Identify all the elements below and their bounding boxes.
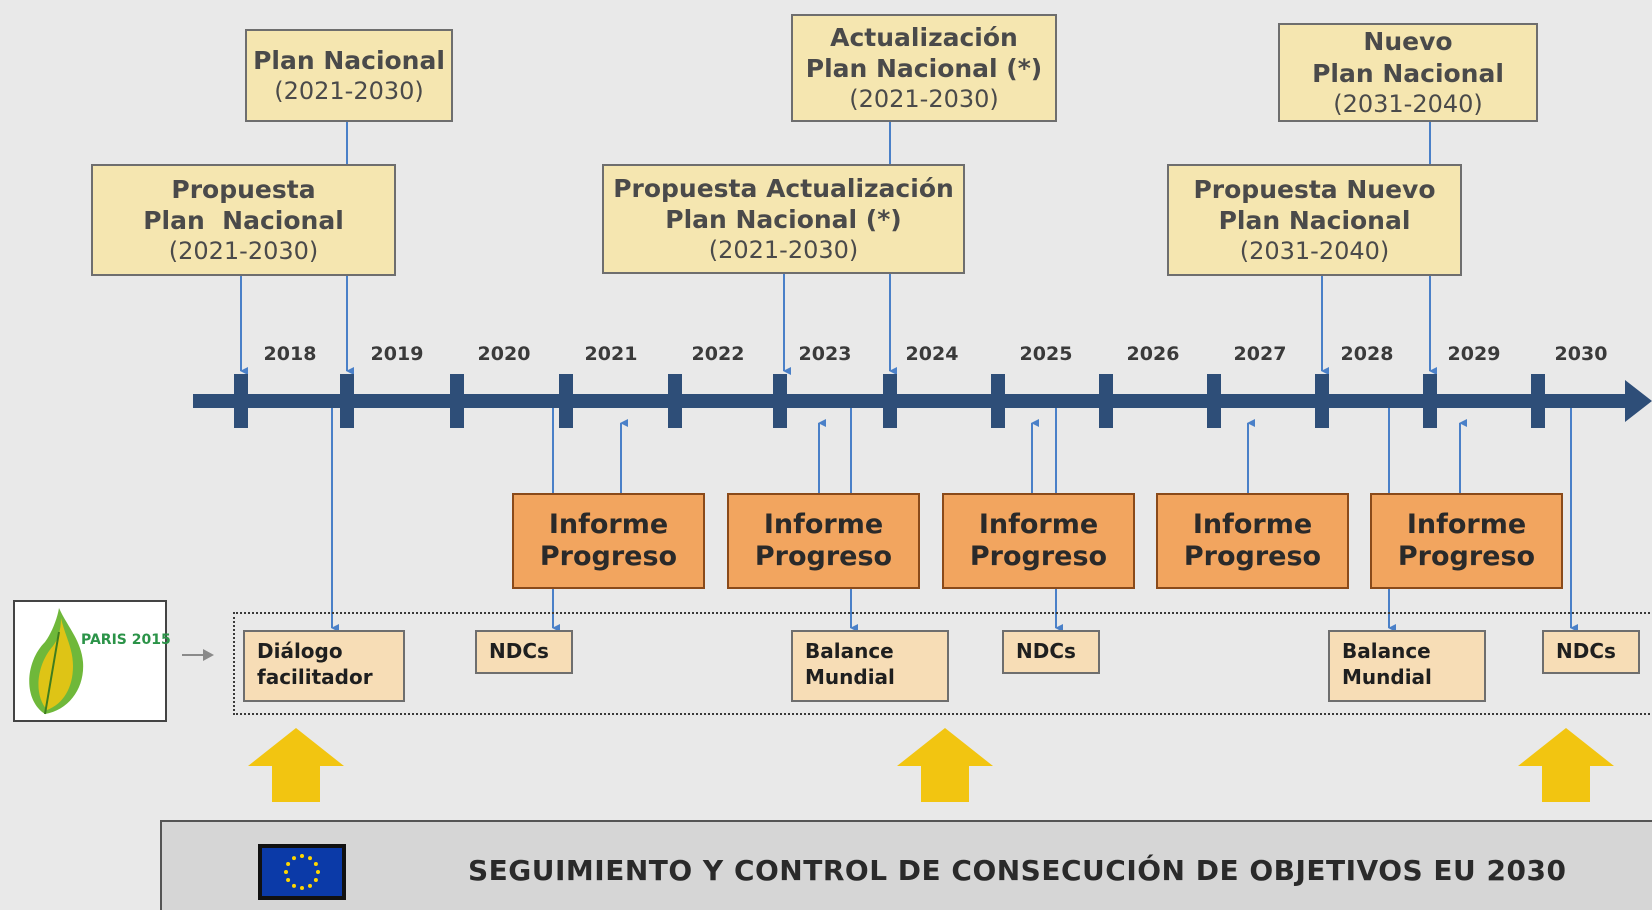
plan-period: (2021-2030) [708, 236, 859, 265]
timeline-arrowhead [1625, 380, 1652, 422]
paris-item-label: Balance Mundial [1342, 639, 1432, 689]
eu-star [300, 854, 304, 858]
plan-period: (2031-2040) [1239, 237, 1390, 266]
eu-star [308, 856, 312, 861]
informe-label: Informe Progreso [1397, 509, 1536, 572]
year-label: 2021 [584, 343, 638, 365]
plan-title: Propuesta Nuevo Plan Nacional [1193, 174, 1436, 235]
plan-period: (2031-2040) [1333, 89, 1483, 118]
year-label: 2027 [1233, 343, 1287, 365]
eu-star [284, 870, 288, 874]
paris-item-label: NDCs [1016, 639, 1076, 663]
informe-progreso-box: Informe Progreso [727, 493, 920, 589]
footer-title: SEGUIMIENTO Y CONTROL DE CONSECUCIÓN DE … [468, 854, 1567, 887]
informe-progreso-box: Informe Progreso [1370, 493, 1563, 589]
informe-progreso-box: Informe Progreso [1156, 493, 1349, 589]
year-label: 2028 [1340, 343, 1394, 365]
informe-progreso-box: Informe Progreso [512, 493, 705, 589]
eu-stars-icon [284, 854, 320, 890]
year-label: 2030 [1554, 343, 1608, 365]
plan-box-nuevo: Nuevo Plan Nacional (2031-2040) [1278, 23, 1538, 122]
timeline-tick [668, 374, 682, 428]
timeline-tick [1423, 374, 1437, 428]
timeline-tick [450, 374, 464, 428]
plan-box-plan-nacional: Plan Nacional (2021-2030) [245, 29, 453, 122]
year-label: 2026 [1126, 343, 1180, 365]
paris-item-balance: Balance Mundial [1328, 630, 1486, 702]
plan-title: Nuevo Plan Nacional [1312, 27, 1504, 88]
year-label: 2024 [905, 343, 959, 365]
plan-box-propuesta-nuevo: Propuesta Nuevo Plan Nacional (2031-2040… [1167, 164, 1462, 276]
paris-item-label: Diálogo facilitador [257, 639, 373, 689]
year-label: 2023 [798, 343, 852, 365]
timeline-bar [193, 394, 1633, 408]
year-label: 2025 [1019, 343, 1073, 365]
timeline-tick [340, 374, 354, 428]
footer-banner: SEGUIMIENTO Y CONTROL DE CONSECUCIÓN DE … [160, 820, 1652, 910]
informe-progreso-box: Informe Progreso [942, 493, 1135, 589]
plan-box-propuesta-actualizacion: Propuesta Actualización Plan Nacional (*… [602, 164, 965, 274]
paris-item-label: Balance Mundial [805, 639, 895, 689]
yellow-up-arrow [897, 728, 993, 802]
informe-label: Informe Progreso [1183, 509, 1322, 572]
plan-title: Actualización Plan Nacional (*) [805, 22, 1043, 83]
paris-item-ndcs: NDCs [1002, 630, 1100, 674]
eu-star [308, 883, 312, 888]
timeline-tick [1315, 374, 1329, 428]
plan-box-propuesta: Propuesta Plan Nacional (2021-2030) [91, 164, 396, 276]
year-label: 2020 [477, 343, 531, 365]
plan-title: Plan Nacional [253, 45, 445, 75]
timeline-tick [1099, 374, 1113, 428]
eu-star [316, 870, 320, 874]
timeline-tick [1207, 374, 1221, 428]
eu-star [292, 856, 296, 861]
yellow-up-arrow [1518, 728, 1614, 802]
timeline-tick [1531, 374, 1545, 428]
paris-item-dialogo: Diálogo facilitador [243, 630, 405, 702]
paris-item-label: NDCs [1556, 639, 1616, 663]
yellow-arrows [248, 728, 1614, 802]
plan-title: Propuesta Actualización Plan Nacional (*… [613, 173, 954, 234]
timeline-tick [991, 374, 1005, 428]
logo-arrow-head [203, 649, 214, 661]
eu-star [300, 886, 304, 890]
year-label: 2029 [1447, 343, 1501, 365]
eu-star [313, 878, 318, 882]
paris-item-label: NDCs [489, 639, 549, 663]
plan-title: Propuesta Plan Nacional [143, 174, 344, 235]
informe-label: Informe Progreso [969, 509, 1108, 572]
paris-2015-logo: PARIS 2015 [13, 600, 171, 722]
plan-box-actualizacion: Actualización Plan Nacional (*) (2021-20… [791, 14, 1057, 122]
timeline-axis [193, 374, 1652, 428]
eu-star [292, 883, 296, 888]
year-label: 2018 [263, 343, 317, 365]
yellow-up-arrow [248, 728, 344, 802]
timeline-tick [234, 374, 248, 428]
timeline-tick [883, 374, 897, 428]
paris-item-balance: Balance Mundial [791, 630, 949, 702]
timeline-tick [559, 374, 573, 428]
eu-star [286, 862, 291, 866]
paris-item-ndcs: NDCs [475, 630, 573, 674]
timeline-tick [773, 374, 787, 428]
informe-label: Informe Progreso [754, 509, 893, 572]
eu-star [286, 878, 291, 882]
plan-period: (2021-2030) [849, 85, 999, 114]
year-label: 2022 [691, 343, 745, 365]
plan-period: (2021-2030) [274, 77, 424, 106]
plan-period: (2021-2030) [168, 237, 319, 266]
eu-flag-icon [258, 844, 346, 900]
year-label: 2019 [370, 343, 424, 365]
informe-label: Informe Progreso [539, 509, 678, 572]
paris-agreement-frame [233, 612, 1652, 715]
eu-star [313, 862, 318, 866]
paris-item-ndcs: NDCs [1542, 630, 1640, 674]
leaf-logo-icon [29, 608, 84, 715]
paris-logo-text: PARIS 2015 [81, 632, 171, 648]
